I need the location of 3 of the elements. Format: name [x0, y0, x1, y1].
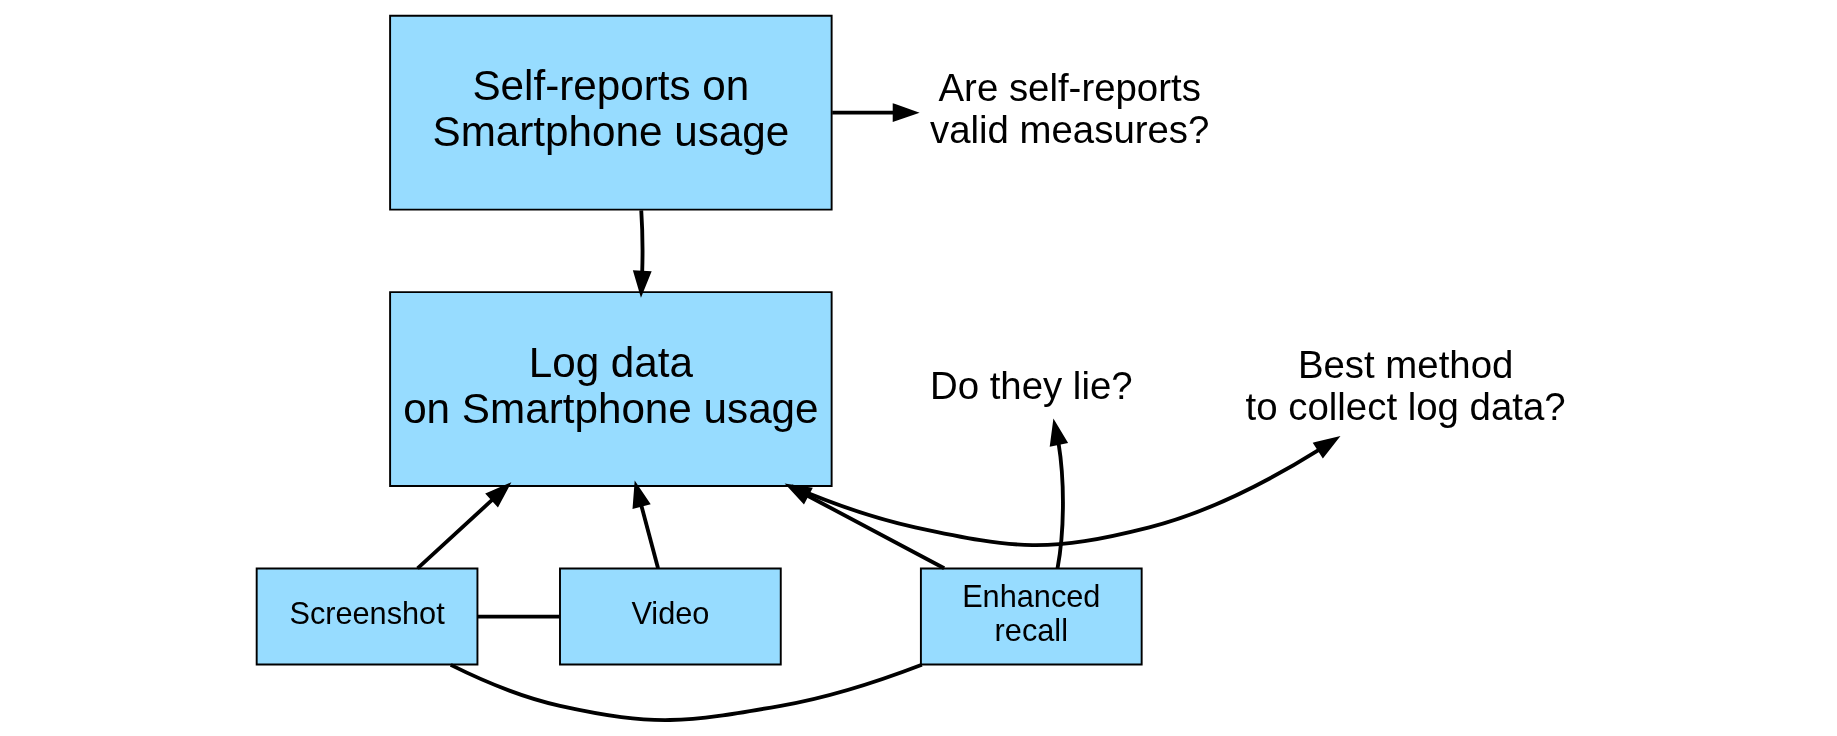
node-text: Are self-reports valid measures? [929, 66, 1210, 152]
node-text: Best method to collect log data? [1245, 342, 1566, 428]
node-text: Do they lie? [929, 363, 1133, 407]
